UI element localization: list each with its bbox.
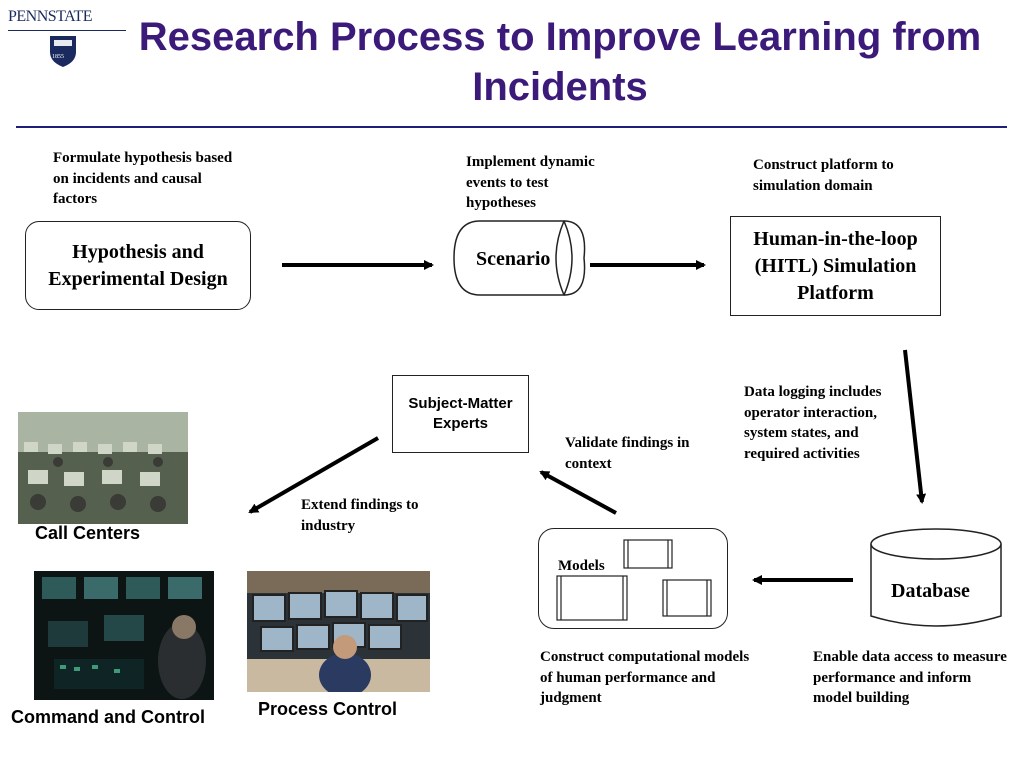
process-control-caption: Process Control <box>258 699 398 719</box>
note-construct-platform: Construct platform to simulation domain <box>753 157 894 194</box>
note-data-logging: Data logging includes operator interacti… <box>744 384 882 462</box>
scenario-node-shape <box>453 220 586 296</box>
call-centers-caption: Call Centers <box>35 523 141 543</box>
database-label: Database <box>891 580 970 602</box>
arrow-models-to-sme <box>539 470 617 515</box>
note-formulate: Formulate hypothesis based on incidents … <box>53 150 233 207</box>
model-frame-icons <box>556 539 712 621</box>
command-control-caption: Command and Control <box>11 707 205 727</box>
arrow-sme-to-industry <box>248 436 380 514</box>
note-implement: Implement dynamic events to test hypothe… <box>466 154 595 211</box>
call-center-photo <box>18 412 188 524</box>
hypothesis-node: Hypothesis and Experimental Design <box>25 221 251 310</box>
command-control-photo <box>34 571 214 700</box>
arrow-hitl-to-database <box>903 349 927 504</box>
models-label: Models <box>558 558 605 574</box>
process-control-photo <box>247 571 430 692</box>
note-construct-models: Construct computational models of human … <box>540 649 750 706</box>
note-extend: Extend findings to industry <box>301 497 419 534</box>
logo-year: 1855 <box>52 54 64 60</box>
pennstate-logo: PENNSTATE 1855 <box>8 8 128 68</box>
shield-icon <box>50 36 76 67</box>
logo-underline <box>8 30 126 31</box>
note-validate: Validate findings in context <box>565 435 690 472</box>
scenario-label: Scenario <box>476 248 551 270</box>
hypothesis-label: Hypothesis and Experimental Design <box>48 240 228 290</box>
note-enable-access: Enable data access to measure performanc… <box>813 649 1007 706</box>
sme-node: Subject-Matter Experts <box>392 375 529 453</box>
hitl-node: Human-in-the-loop (HITL) Simulation Plat… <box>730 216 941 316</box>
database-node-shape <box>870 528 1002 627</box>
page-title: Research Process to Improve Learning fro… <box>138 15 982 109</box>
logo-wordmark: PENNSTATE <box>8 8 93 25</box>
sme-label: Subject-Matter Experts <box>408 395 513 432</box>
title-divider <box>16 126 1007 128</box>
hitl-label: Human-in-the-loop (HITL) Simulation Plat… <box>753 227 918 304</box>
